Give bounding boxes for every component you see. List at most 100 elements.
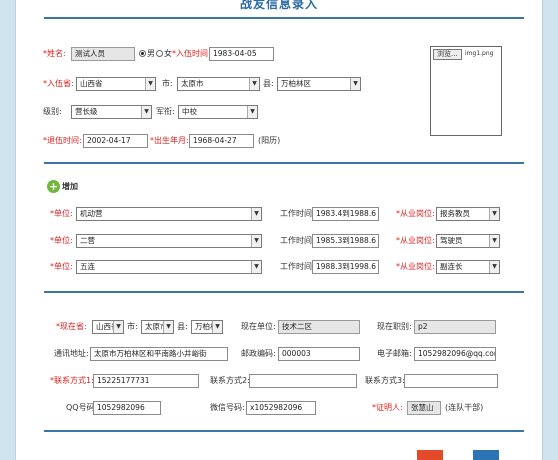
- enlist-time-input[interactable]: 1983-04-05: [209, 47, 274, 61]
- unit-select[interactable]: 五连 ▼: [76, 260, 262, 274]
- current-job-label: 现在职别:: [377, 322, 412, 331]
- current-city-value: 太原市: [145, 322, 168, 331]
- address-label: 通讯地址:: [54, 349, 89, 358]
- current-job-input[interactable]: p2: [414, 320, 496, 334]
- enlist-city-value: 太原市: [181, 79, 204, 88]
- work-time-input[interactable]: 1983.4到1988.6: [312, 207, 379, 221]
- male-label: 男: [147, 49, 155, 58]
- enlist-time-label: *入伍时间:: [172, 49, 211, 58]
- wechat-label: 微信号码:: [210, 403, 245, 412]
- birth-date-note: (阳历): [258, 136, 281, 145]
- unit-select[interactable]: 二营 ▼: [76, 234, 262, 248]
- submit-button[interactable]: [473, 450, 499, 460]
- arm-value: 中校: [182, 107, 197, 116]
- add-service-button[interactable]: +增加: [47, 180, 78, 193]
- contact3-input[interactable]: [404, 374, 498, 388]
- chevron-down-icon: ▼: [489, 261, 499, 273]
- email-label: 电子邮箱:: [377, 349, 412, 358]
- post-label: *从业岗位:: [396, 262, 435, 271]
- current-unit-label: 现在单位:: [241, 322, 276, 331]
- witness-input[interactable]: 张慧山: [407, 401, 441, 415]
- photo-file-name: img1.png: [465, 50, 494, 57]
- current-county-select[interactable]: 万柏林 ▼: [191, 320, 223, 334]
- rank-value: 营长级: [75, 107, 98, 116]
- chevron-down-icon: ▼: [350, 78, 360, 90]
- post-select[interactable]: 驾驶员 ▼: [436, 234, 500, 248]
- enlist-province-select[interactable]: 山西省 ▼: [76, 77, 156, 91]
- post-value: 报务教员: [440, 209, 470, 218]
- plus-icon: +: [47, 180, 60, 193]
- work-time-label: 工作时间:: [280, 209, 315, 218]
- name-input[interactable]: 测试人员: [71, 47, 135, 61]
- wechat-input[interactable]: x1052982096: [246, 401, 316, 415]
- enlist-province-value: 山西省: [80, 79, 103, 88]
- chevron-down-icon: ▼: [251, 261, 261, 273]
- rank-select[interactable]: 营长级 ▼: [71, 105, 152, 119]
- gender-group: 男女: [139, 47, 172, 61]
- email-input[interactable]: 1052982096@qq.com: [414, 347, 496, 361]
- arm-label: 军衔:: [156, 107, 175, 116]
- current-province-value: 山西省: [96, 322, 119, 331]
- city-label: 市:: [162, 79, 173, 88]
- post-select[interactable]: 副连长 ▼: [436, 260, 500, 274]
- chevron-down-icon: ▼: [145, 78, 155, 90]
- birth-date-input[interactable]: 1968-04-27: [189, 134, 254, 148]
- male-radio[interactable]: [139, 50, 146, 57]
- chevron-down-icon: ▼: [251, 208, 261, 220]
- work-time-input[interactable]: 1985.3到1988.6: [312, 234, 379, 248]
- address-input[interactable]: 太原市万柏林区和平南路小井峪街: [90, 347, 228, 361]
- county-label: 县:: [263, 79, 274, 88]
- work-time-input[interactable]: 1988.3到1998.6: [312, 260, 379, 274]
- unit-value: 机动营: [80, 209, 103, 218]
- witness-note: (连队干部): [445, 403, 484, 412]
- enlist-place-label: *入伍省:: [43, 79, 74, 88]
- chevron-down-icon: ▼: [212, 321, 222, 333]
- contact3-label: 联系方式3:: [365, 376, 405, 385]
- current-city-select[interactable]: 太原市 ▼: [141, 320, 174, 334]
- enlist-county-value: 万柏林区: [281, 79, 311, 88]
- post-select[interactable]: 报务教员 ▼: [436, 207, 500, 221]
- contact1-label: *联系方式1:: [50, 376, 94, 385]
- retire-time-label: *退伍时间:: [43, 136, 82, 145]
- rank-label: 级别:: [43, 107, 62, 116]
- form-page: 战友信息录入 *姓名: 测试人员 男女 *入伍时间: 1983-04-05 浏览…: [15, 0, 543, 460]
- post-value: 驾驶员: [440, 236, 463, 245]
- chevron-down-icon: ▼: [489, 208, 499, 220]
- section-divider-3: [44, 430, 524, 432]
- add-label: 增加: [62, 182, 78, 191]
- reset-button[interactable]: [417, 450, 443, 460]
- work-time-label: 工作时间:: [280, 262, 315, 271]
- unit-value: 二营: [80, 236, 95, 245]
- current-province-select[interactable]: 山西省 ▼: [92, 320, 124, 334]
- female-label: 女: [164, 49, 172, 58]
- name-label: *姓名:: [43, 49, 66, 58]
- top-divider: [44, 17, 524, 19]
- enlist-county-select[interactable]: 万柏林区 ▼: [277, 77, 361, 91]
- retire-time-input[interactable]: 2002-04-17: [83, 134, 148, 148]
- unit-label: *单位:: [50, 209, 73, 218]
- post-value: 副连长: [440, 262, 463, 271]
- work-time-label: 工作时间:: [280, 236, 315, 245]
- unit-label: *单位:: [50, 236, 73, 245]
- current-county-value: 万柏林: [195, 322, 218, 331]
- contact1-input[interactable]: 15225177731: [93, 374, 199, 388]
- chevron-down-icon: ▼: [249, 78, 259, 90]
- chevron-down-icon: ▼: [251, 235, 261, 247]
- qq-label: QQ号码:: [66, 403, 98, 412]
- qq-input[interactable]: 1052982096: [93, 401, 161, 415]
- section-divider-1: [44, 162, 524, 164]
- unit-select[interactable]: 机动营 ▼: [76, 207, 262, 221]
- chevron-down-icon: ▼: [141, 106, 151, 118]
- current-unit-input[interactable]: 技术二区: [278, 320, 360, 334]
- browse-button[interactable]: 浏览...: [433, 49, 462, 60]
- photo-upload-box: 浏览... img1.png: [430, 46, 502, 136]
- chevron-down-icon: ▼: [163, 321, 173, 333]
- zip-input[interactable]: 000003: [278, 347, 360, 361]
- arm-select[interactable]: 中校 ▼: [178, 105, 258, 119]
- page-title: 战友信息录入: [239, 0, 318, 11]
- enlist-city-select[interactable]: 太原市 ▼: [177, 77, 260, 91]
- post-label: *从业岗位:: [396, 236, 435, 245]
- post-label: *从业岗位:: [396, 209, 435, 218]
- contact2-input[interactable]: [249, 374, 357, 388]
- female-radio[interactable]: [156, 50, 163, 57]
